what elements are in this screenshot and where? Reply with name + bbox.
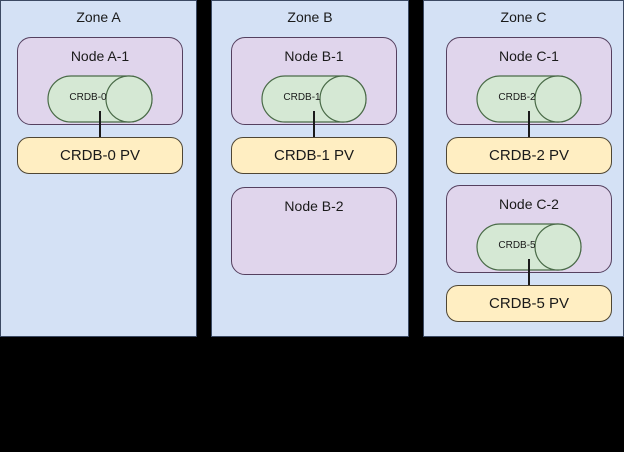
database-cylinder-crdb-5: CRDB-5: [476, 223, 582, 271]
zone-container-c: Zone C Node C-1 CRDB-2 CRDB-2 PV Node C-…: [423, 0, 624, 337]
cylinder-shape-icon: [476, 223, 582, 271]
connector-node-a-1-to-pv: [99, 111, 101, 138]
database-cylinder-crdb-0: CRDB-0: [47, 75, 153, 123]
pv-label-crdb-1: CRDB-1 PV: [273, 147, 355, 164]
pv-box-crdb-1: CRDB-1 PV: [231, 137, 397, 174]
database-label-crdb-5: CRDB-5: [498, 240, 536, 251]
connector-node-b-1-to-pv: [313, 111, 315, 138]
database-label-crdb-2: CRDB-2: [498, 92, 536, 103]
connector-node-c-2-to-pv: [528, 259, 530, 286]
pv-label-crdb-0: CRDB-0 PV: [59, 147, 141, 164]
database-label-crdb-1: CRDB-1: [283, 92, 321, 103]
zone-title-c: Zone C: [500, 9, 547, 25]
cylinder-shape-icon: [476, 75, 582, 123]
node-box-a-1: Node A-1 CRDB-0: [17, 37, 183, 125]
zone-container-b: Zone B Node B-1 CRDB-1 CRDB-1 PV Node B-…: [211, 0, 409, 337]
node-title-b-2: Node B-2: [284, 198, 344, 214]
cylinder-shape-icon: [47, 75, 153, 123]
node-title-b-1: Node B-1: [284, 48, 344, 64]
node-box-c-1: Node C-1 CRDB-2: [446, 37, 612, 125]
pv-box-crdb-0: CRDB-0 PV: [17, 137, 183, 174]
pv-box-crdb-5: CRDB-5 PV: [446, 285, 612, 322]
database-cylinder-crdb-2: CRDB-2: [476, 75, 582, 123]
zone-title-a: Zone A: [76, 9, 121, 25]
node-title-c-2: Node C-2: [499, 196, 559, 212]
node-box-c-2: Node C-2 CRDB-5: [446, 185, 612, 273]
node-box-b-2: Node B-2: [231, 187, 397, 275]
node-box-b-1: Node B-1 CRDB-1: [231, 37, 397, 125]
node-title-c-1: Node C-1: [499, 48, 559, 64]
zone-title-b: Zone B: [287, 9, 333, 25]
database-label-crdb-0: CRDB-0: [69, 92, 107, 103]
pv-label-crdb-2: CRDB-2 PV: [488, 147, 570, 164]
pv-label-crdb-5: CRDB-5 PV: [488, 295, 570, 312]
connector-node-c-1-to-pv: [528, 111, 530, 138]
node-title-a-1: Node A-1: [70, 48, 130, 64]
cylinder-shape-icon: [261, 75, 367, 123]
zone-container-a: Zone A Node A-1 CRDB-0 CRDB-0 PV: [0, 0, 197, 337]
database-cylinder-crdb-1: CRDB-1: [261, 75, 367, 123]
pv-box-crdb-2: CRDB-2 PV: [446, 137, 612, 174]
